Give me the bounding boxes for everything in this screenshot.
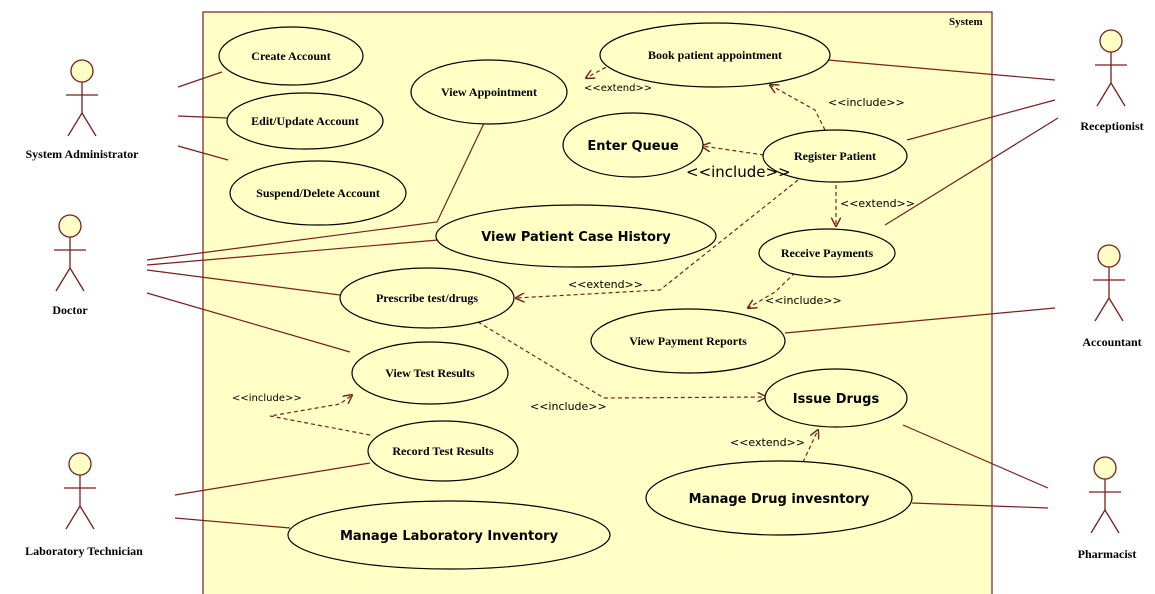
usecase-label-manage-lab-inventory: Manage Laboratory Inventory [340,529,559,544]
usecase-label-prescribe: Prescribe test/drugs [376,291,478,305]
usecase-view-case-history[interactable] [435,204,717,268]
usecase-label-register-patient: Register Patient [794,149,876,163]
usecase-label-view-case-history: View Patient Case History [481,230,671,245]
usecase-receive-payments[interactable] [758,228,896,278]
stereotype-include-book: <<include>> [828,96,905,109]
usecase-label-record-test-results: Record Test Results [392,444,494,458]
usecase-issue-drugs[interactable] [764,368,908,428]
stereotype-extend-prescribe: <<extend>> [568,278,643,291]
stereotype-include-payment-reports: <<include>> [765,294,842,307]
usecase-label-receive-payments: Receive Payments [781,246,874,260]
assoc-pharmacist-issue [902,424,1049,489]
system-label: System [949,16,983,28]
usecase-label-view-payment-reports: View Payment Reports [629,334,747,348]
assoc-accountant-reports [784,307,1056,334]
assoc-receptionist-receive [884,117,1059,226]
actor-receptionist-icon[interactable] [1095,29,1127,107]
usecase-suspend-account[interactable] [229,160,407,226]
stereotype-include-test-results: <<include>> [232,393,302,404]
usecase-edit-account[interactable] [226,92,384,150]
actor-pharmacist-icon[interactable] [1089,456,1121,534]
actor-label-pharmacist: Pharmacist [1078,547,1137,561]
usecase-create-account[interactable] [218,26,364,86]
dep-prescribe-to-issue [477,321,766,398]
stereotype-extend-book-view: <<extend>> [584,83,652,94]
stereotype-extend-receive: <<extend>> [840,197,915,210]
associations [146,59,1059,529]
stereotype-include-issue-drugs: <<include>> [530,400,607,413]
actor-label-doctor: Doctor [52,303,88,317]
assoc-labtech-inventory [174,517,291,529]
actor-label-receptionist: Receptionist [1080,119,1143,133]
assoc-receptionist-book [827,59,1056,81]
dependencies [269,63,836,463]
stereotype-include-queue: <<include>> [686,163,791,181]
use-cases [218,22,913,570]
actor-doctor-icon[interactable] [54,214,86,292]
usecase-register-patient[interactable] [762,129,908,183]
assoc-sysadmin-suspend [177,145,229,161]
usecase-view-payment-reports[interactable] [590,308,786,374]
dep-register-to-book [770,85,826,131]
usecase-prescribe[interactable] [339,267,515,329]
assoc-sysadmin-edit [177,115,229,119]
usecase-view-test-results[interactable] [351,341,509,405]
usecase-label-view-appointment: View Appointment [441,85,537,99]
usecase-record-test-results[interactable] [367,420,519,482]
usecase-label-enter-queue: Enter Queue [587,139,678,154]
assoc-doctor-prescribe [146,269,341,296]
usecase-label-view-test-results: View Test Results [385,366,475,380]
dep-record-to-test-results [269,395,371,436]
usecase-enter-queue[interactable] [562,112,704,178]
assoc-doctor-case-history [146,239,439,266]
usecase-label-edit-account: Edit/Update Account [251,114,359,128]
usecase-view-appointment[interactable] [410,59,568,125]
assoc-receptionist-register [906,99,1056,141]
dep-register-to-queue [702,146,765,156]
assoc-doctor-test-results [146,292,351,353]
usecase-label-book-appointment: Book patient appointment [648,48,782,62]
actor-label-sysadmin: System Administrator [26,147,140,161]
usecase-book-appointment[interactable] [599,22,831,88]
usecase-label-manage-drug-inventory: Manage Drug invesntory [689,492,870,507]
usecase-label-issue-drugs: Issue Drugs [793,392,880,407]
usecase-label-suspend-account: Suspend/Delete Account [256,186,380,200]
assoc-sysadmin-create [177,71,223,88]
actor-label-labtech: Laboratory Technician [25,544,143,558]
assoc-labtech-record [174,462,371,496]
assoc-pharmacist-inventory [911,502,1049,509]
actor-sysadmin-icon[interactable] [66,59,98,137]
assoc-doctor-view-appointment [146,116,488,261]
dep-drug-inventory-to-issue [802,430,818,463]
actor-labtech-icon[interactable] [64,452,96,530]
dep-book-to-view-appointment [586,63,613,78]
usecase-manage-lab-inventory[interactable] [287,500,611,570]
usecase-manage-drug-inventory[interactable] [645,460,913,536]
usecase-label-create-account: Create Account [251,49,330,63]
dep-register-to-prescribe [516,179,799,298]
stereotype-extend-drug-inventory: <<extend>> [730,436,805,449]
actor-label-accountant: Accountant [1082,335,1141,349]
actor-accountant-icon[interactable] [1093,244,1125,322]
